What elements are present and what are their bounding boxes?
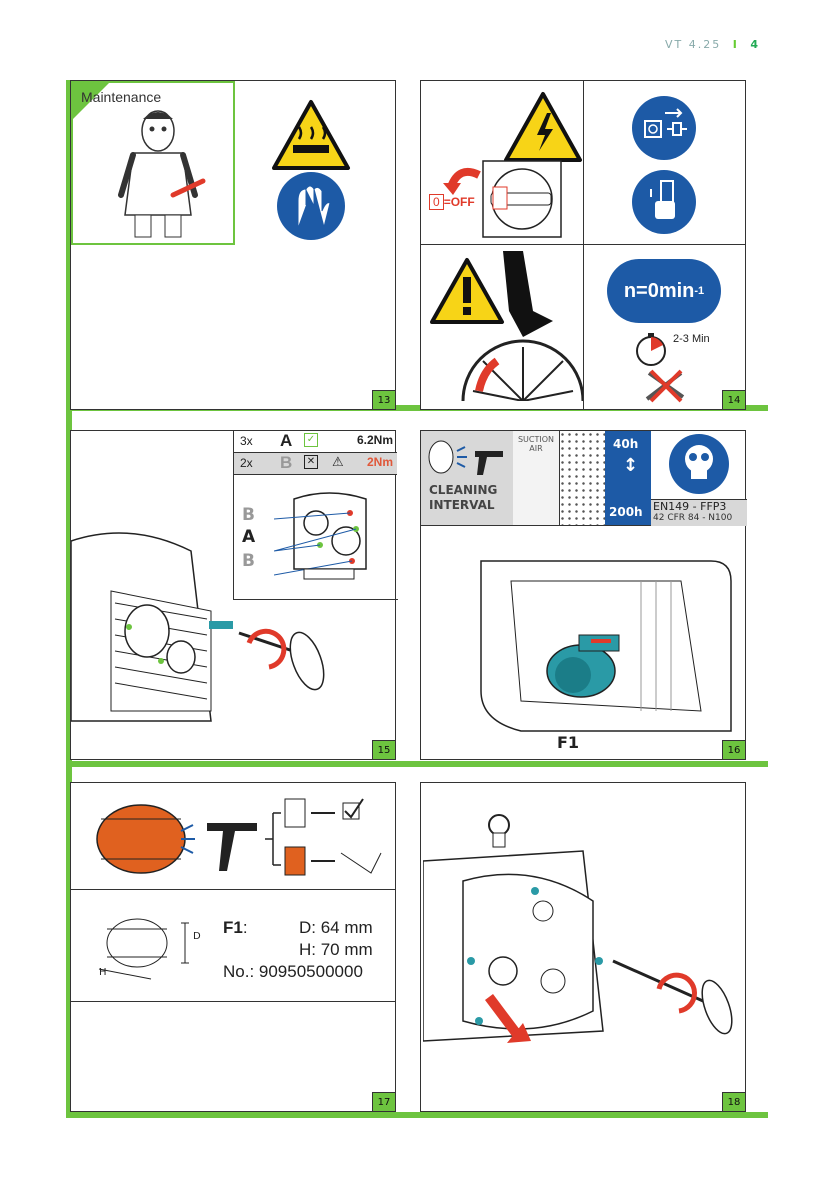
dust-cell xyxy=(559,431,606,525)
torque-b: 2Nm xyxy=(367,455,393,469)
std-en149: EN149 - FFP3 xyxy=(651,500,747,513)
rpm-text: n=0min xyxy=(624,280,695,303)
panel-15: 3x A ✓ 6.2Nm 2x B ✕ ⚠ 2Nm B A B xyxy=(70,430,396,760)
interval-cell: 40h ↕ 200h xyxy=(605,431,651,525)
filter-clean-illustration xyxy=(81,789,391,885)
spec-f1: F1 xyxy=(223,918,243,937)
panel-17-divider-2 xyxy=(71,1001,395,1002)
pump-disassembly-illustration xyxy=(423,811,743,1071)
panel-18-number: 18 xyxy=(722,1092,746,1112)
maintenance-box: Maintenance xyxy=(71,81,235,245)
panel-14-divider-h xyxy=(421,244,745,245)
suction-cell: SUCTION AIR xyxy=(513,431,560,525)
panel-16-number: 16 xyxy=(722,740,746,760)
maintenance-title: Maintenance xyxy=(81,89,161,105)
off-text: =OFF xyxy=(444,195,475,209)
torque-table: 3x A ✓ 6.2Nm 2x B ✕ ⚠ 2Nm xyxy=(233,431,397,475)
spec-h: H: 70 mm xyxy=(299,939,373,961)
rpm-sup: -1 xyxy=(694,285,704,297)
electrical-hazard-icon xyxy=(503,91,583,163)
torque-row-a: 3x A ✓ 6.2Nm xyxy=(234,431,397,453)
filter-blow-icon xyxy=(427,437,507,477)
respirator-mandatory-icon xyxy=(668,433,730,495)
interval-40h: 40h xyxy=(613,437,638,451)
count-a: 3x xyxy=(240,434,253,448)
spec-line-1: F1: D: 64 mm xyxy=(223,917,393,939)
green-bar-bottom-3 xyxy=(66,1112,768,1118)
letter-b: B xyxy=(280,453,292,473)
interval-200h: 200h xyxy=(609,505,643,519)
count-b: 2x xyxy=(240,456,253,470)
wait-time-label: 2-3 Min xyxy=(673,333,710,345)
panel-14-number: 14 xyxy=(722,390,746,410)
filter-spec: F1: D: 64 mm H: 70 mm No.: 90950500000 xyxy=(223,917,393,983)
panel-15-number: 15 xyxy=(372,740,396,760)
panel-13: Maintenance 13 xyxy=(70,80,396,410)
pump-housing-illustration xyxy=(461,541,741,741)
panel-18: 18 xyxy=(420,782,746,1112)
header-separator: I xyxy=(733,38,739,51)
letter-a: A xyxy=(280,431,292,451)
green-bar-bottom-2 xyxy=(66,761,768,767)
spec-line-2: H: 70 mm xyxy=(223,939,393,961)
hot-surface-warning-icon xyxy=(271,99,351,171)
std-cfr: 42 CFR 84 - N100 xyxy=(651,513,747,523)
dim-h-label: H xyxy=(99,967,107,978)
cross-box-icon: ✕ xyxy=(304,455,318,469)
cleaning-interval-label: CLEANING INTERVAL xyxy=(429,483,509,513)
panel-17: D H F1: D: 64 mm H: 70 mm No.: 9095050000… xyxy=(70,782,396,1112)
panel-13-number: 13 xyxy=(372,390,396,410)
pump-cover-illustration xyxy=(71,511,391,741)
panel-14: 0=OFF n=0min-1 2-3 Min 14 xyxy=(420,80,746,410)
lockout-icon xyxy=(631,169,697,235)
spec-d: D: 64 mm xyxy=(299,917,373,939)
torque-a: 6.2Nm xyxy=(357,433,393,447)
interval-arrow-icon: ↕ xyxy=(623,455,638,477)
off-label: 0=OFF xyxy=(429,195,475,209)
rpm-badge: n=0min-1 xyxy=(607,259,721,323)
standards-label: EN149 - FFP3 42 CFR 84 - N100 xyxy=(651,499,747,526)
gloves-mandatory-icon xyxy=(276,171,346,241)
mask-cell: EN149 - FFP3 42 CFR 84 - N100 xyxy=(651,431,747,525)
mechanic-icon xyxy=(103,105,213,245)
spec-no: No.: 90950500000 xyxy=(223,961,393,983)
cleaning-cell: CLEANING INTERVAL xyxy=(421,431,514,525)
hand-fan-icon xyxy=(443,251,583,401)
page-header: VT 4.25 I 4 xyxy=(665,38,760,51)
cleaning-header: CLEANING INTERVAL SUCTION AIR 40h ↕ 200h… xyxy=(421,431,747,526)
dim-d-label: D xyxy=(193,931,201,942)
filter-dimensions-icon xyxy=(91,909,201,989)
disconnect-plug-icon xyxy=(631,95,697,161)
timer-icon xyxy=(633,331,669,367)
panel-14-divider-v xyxy=(583,81,584,409)
suction-air-label: SUCTION AIR xyxy=(515,435,557,453)
panel-17-divider-1 xyxy=(71,889,395,890)
panel-16: CLEANING INTERVAL SUCTION AIR 40h ↕ 200h… xyxy=(420,430,746,760)
torque-row-b: 2x B ✕ ⚠ 2Nm xyxy=(234,453,397,474)
panel-17-number: 17 xyxy=(372,1092,396,1112)
f1-label: F1 xyxy=(557,733,579,752)
doc-id: VT 4.25 xyxy=(665,38,721,51)
spec-colon: : xyxy=(243,918,248,937)
page-number: 4 xyxy=(750,38,760,51)
check-icon: ✓ xyxy=(304,433,318,447)
warning-small-icon: ⚠ xyxy=(332,454,344,470)
no-tools-icon xyxy=(641,365,691,405)
off-zero: 0 xyxy=(429,194,444,210)
